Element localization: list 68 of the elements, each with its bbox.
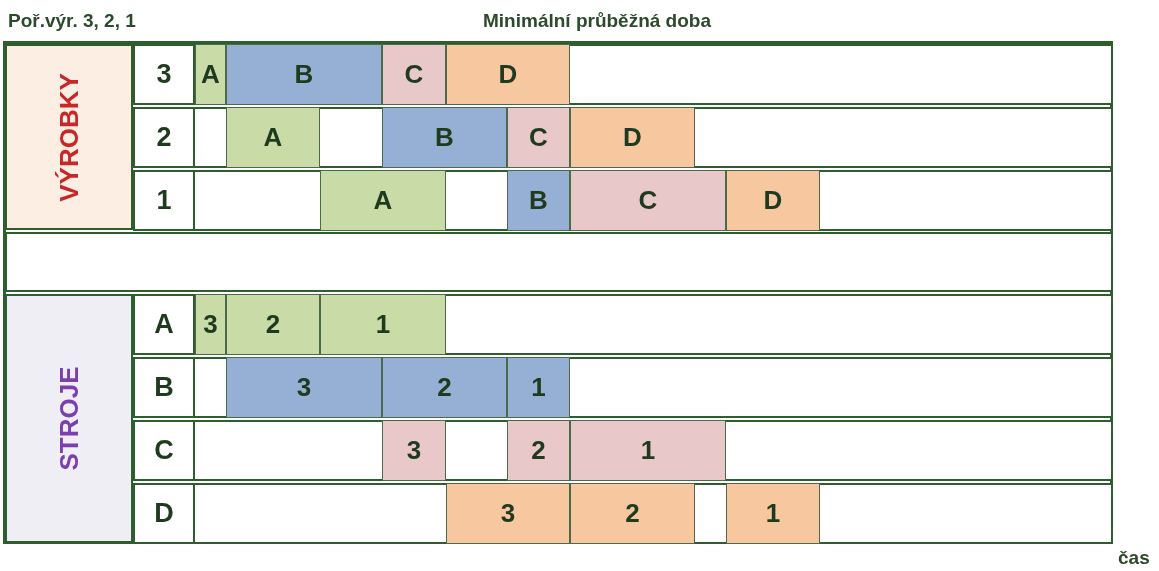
gantt-bar [570, 170, 726, 231]
gantt-bar [226, 357, 382, 418]
bar-label: 3 [406, 435, 422, 466]
bar-label: 1 [765, 498, 781, 529]
bar-label: 1 [375, 309, 391, 340]
row-label: 2 [135, 109, 195, 166]
gantt-bar [382, 44, 446, 105]
group-label: STROJE [53, 366, 85, 471]
gantt-bar [507, 357, 570, 418]
bar-label: A [201, 59, 220, 90]
gantt-bar [446, 44, 570, 105]
timeline-row [133, 107, 1113, 168]
gantt-bar [226, 107, 320, 168]
bar-label: D [623, 122, 642, 153]
timeline-row [133, 483, 1113, 544]
gantt-bar [446, 483, 570, 544]
gantt-bar [507, 420, 570, 481]
gantt-bar [570, 420, 726, 481]
bar-label: 2 [531, 435, 546, 466]
bar-label: B [435, 122, 454, 153]
row-label: 1 [135, 172, 195, 229]
timeline-row [133, 294, 1113, 355]
bar-label: B [294, 59, 314, 90]
chart-title: Minimální průběžná doba [483, 10, 711, 32]
bar-label: 2 [437, 372, 452, 403]
bar-label: C [529, 122, 548, 153]
gantt-bar [507, 107, 570, 168]
bar-label: 3 [296, 372, 312, 403]
row-label: B [135, 359, 195, 416]
bar-label: 2 [265, 309, 281, 340]
gantt-bar [195, 44, 226, 105]
bar-label: C [638, 185, 658, 216]
bar-label: 1 [640, 435, 656, 466]
gantt-bar [726, 483, 820, 544]
gantt-bar [320, 170, 446, 231]
axis-label: čas [1118, 547, 1150, 569]
row-label: D [135, 485, 195, 542]
gantt-bar [226, 294, 320, 355]
bar-label: D [763, 185, 783, 216]
bar-label: 1 [531, 372, 546, 403]
group-label: VÝROBKY [53, 72, 85, 202]
bar-label: 2 [625, 498, 640, 529]
bar-label: 3 [500, 498, 516, 529]
timeline-row [133, 357, 1113, 418]
gantt-bar [507, 170, 570, 231]
bar-label: 3 [203, 309, 218, 340]
gantt-bar [382, 357, 507, 418]
bar-label: C [404, 59, 424, 90]
bar-label: A [263, 122, 283, 153]
group-band [5, 294, 133, 543]
timeline-row [133, 44, 1113, 105]
gantt-bar [226, 44, 382, 105]
bar-label: B [529, 185, 548, 216]
row-label: C [135, 422, 195, 479]
timeline-row [133, 420, 1113, 481]
gantt-bar [195, 294, 226, 355]
gantt-bar [726, 170, 820, 231]
gantt-bar [570, 107, 695, 168]
group-band [5, 44, 133, 230]
order-label: Poř.výr. 3, 2, 1 [8, 10, 136, 32]
gantt-bar [320, 294, 446, 355]
gantt-bar [382, 420, 446, 481]
bar-label: D [498, 59, 518, 90]
bar-label: A [373, 185, 393, 216]
separator-band [5, 232, 1113, 292]
timeline-row [133, 170, 1113, 231]
gantt-bar [570, 483, 695, 544]
gantt-bar [382, 107, 507, 168]
